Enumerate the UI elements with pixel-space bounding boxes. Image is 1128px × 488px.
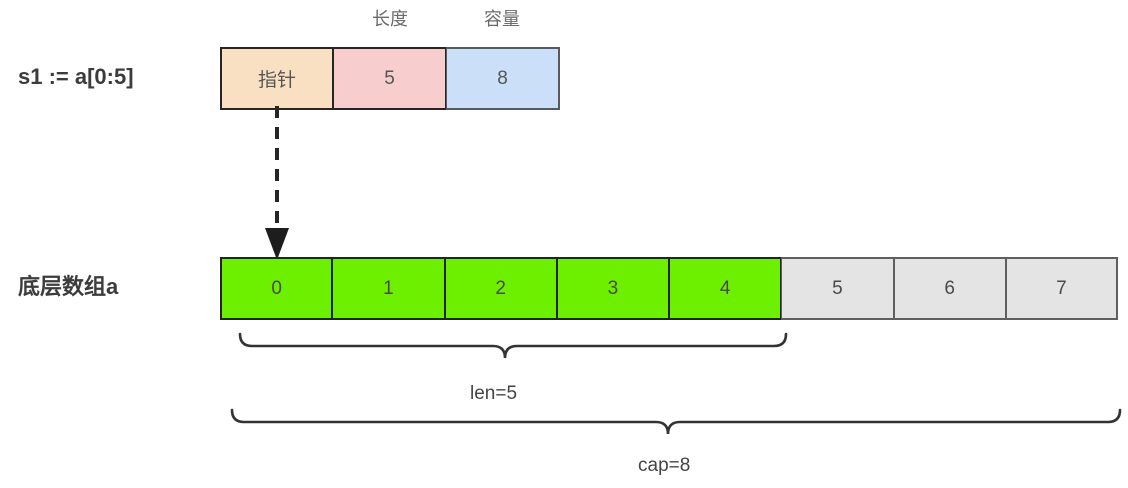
pointer-arrow-icon <box>265 106 289 260</box>
array-cell-0: 0 <box>220 257 333 320</box>
array-cell-4: 4 <box>669 257 782 320</box>
length-brace-icon <box>238 332 788 359</box>
backing-array-row: 0 1 2 3 4 5 6 7 <box>220 257 1118 320</box>
capacity-brace-label: cap=8 <box>638 455 691 476</box>
array-cell-7: 7 <box>1005 257 1118 320</box>
array-row-label: 底层数组a <box>18 274 119 299</box>
array-cell-6: 6 <box>893 257 1006 320</box>
array-cell-1: 1 <box>332 257 445 320</box>
slice-capacity-field: 8 <box>446 47 560 110</box>
length-column-caption: 长度 <box>372 9 408 29</box>
slice-header-struct: 指针 5 8 <box>220 47 560 110</box>
slice-pointer-field: 指针 <box>220 47 333 110</box>
array-cell-2: 2 <box>444 257 557 320</box>
capacity-brace-icon <box>230 408 1122 435</box>
slice-row-label: s1 := a[0:5] <box>18 64 134 89</box>
array-cell-3: 3 <box>556 257 669 320</box>
array-cell-5: 5 <box>781 257 894 320</box>
length-brace-label: len=5 <box>470 383 518 404</box>
slice-length-field: 5 <box>333 47 446 110</box>
capacity-column-caption: 容量 <box>484 9 520 29</box>
